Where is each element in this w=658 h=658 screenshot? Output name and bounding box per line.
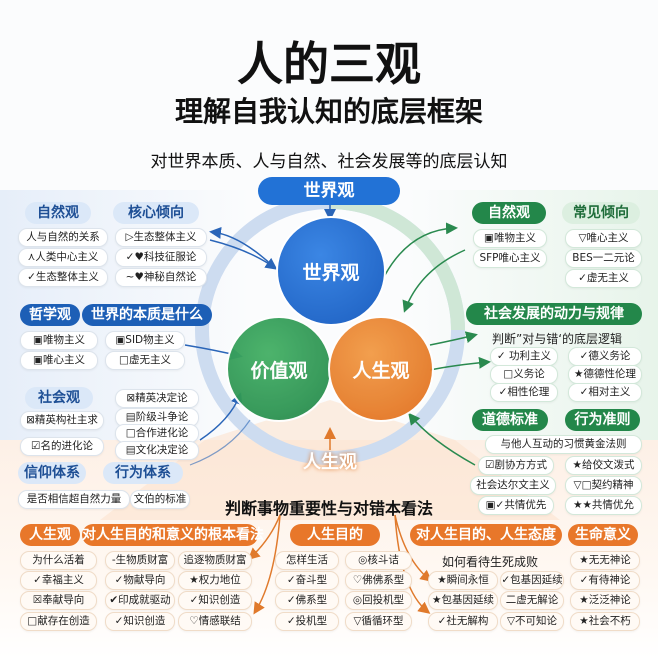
list-item: ✓相性伦理 — [490, 383, 558, 402]
list-item: ▽□契约精神 — [565, 476, 642, 495]
worldview-label: 世界观 — [302, 261, 360, 284]
values-circle: 价值观 — [226, 316, 332, 422]
life-label: 人生观 — [352, 359, 410, 382]
list-item: ★给佼文泼式 — [565, 456, 642, 475]
list-item: 人与自然的关系 — [18, 228, 108, 247]
list-item: ✓佛系型 — [275, 591, 339, 610]
list-item: ♡佛佛系型 — [345, 571, 412, 590]
section-pill: 常见倾向 — [562, 202, 640, 224]
page-title: 人的三观 — [237, 37, 421, 91]
list-item: ✓虚无主义 — [565, 269, 642, 288]
moral-caption: 与他人互动的习惯黄金法则 — [485, 435, 642, 454]
list-item: ☑剧协方方式 — [478, 456, 554, 475]
list-item: □虚无主义 — [105, 351, 185, 370]
section-pill: 哲学观 — [20, 304, 80, 326]
section-pill: 行为体系 — [103, 462, 183, 484]
list-item: 怎样生活 — [275, 551, 339, 570]
section-pill: 世界的本质是什么 — [82, 304, 212, 326]
list-item: ▽唯心主义 — [565, 229, 642, 248]
list-item: ✔印成就驱动 — [105, 591, 175, 610]
list-item: ✓包基因延续 — [500, 571, 564, 590]
list-item: ✓有待神论 — [570, 571, 640, 590]
page-description: 对世界本质、人与自然、社会发展等的底层认知 — [150, 152, 508, 172]
list-item: ▣✓共情优先 — [478, 496, 554, 515]
list-item: ✓相对主义 — [568, 383, 642, 402]
section-pill: 社会观 — [25, 387, 93, 409]
list-item: ✓德义务论 — [568, 347, 642, 366]
list-item: ▣唯物主义 — [20, 331, 98, 350]
list-item: ★泛泛神论 — [570, 591, 640, 610]
worldview-circle: 世界观 — [276, 216, 386, 326]
list-item: ⊠精英构社主求 — [20, 411, 104, 430]
section-pill: 人生观 — [20, 524, 80, 546]
section-pill: 核心倾向 — [113, 202, 199, 224]
list-item: ★★共情优允 — [565, 496, 642, 515]
list-item: ★德德性伦理 — [568, 365, 642, 384]
judgement-caption: 判断事物重要性与对错本看法 — [224, 499, 433, 518]
list-item: 社会达尔文主义 — [470, 476, 556, 495]
section-pill: 信仰体系 — [18, 462, 86, 484]
list-item: ✓奋斗型 — [275, 571, 339, 590]
list-item: ▣SID物主义 — [105, 331, 185, 350]
list-item: ◎回投机型 — [345, 591, 412, 610]
list-item: ▷生态整体主义 — [115, 228, 207, 247]
page-subtitle: 理解自我认知的底层框架 — [174, 95, 483, 128]
list-item: ▣唯物主义 — [473, 229, 547, 248]
list-item: ✓ 功利主义 — [490, 347, 558, 366]
list-item: □义务论 — [490, 365, 558, 384]
list-item: ⋏人类中心主义 — [18, 248, 108, 267]
list-item: ♡情感联结 — [178, 612, 252, 631]
list-item: □合作进化论 — [115, 424, 199, 443]
attitude-caption: 如何看待生死成败 — [442, 555, 539, 569]
section-pill: 生命意义 — [568, 524, 638, 546]
social-logic-caption: 判断”对与错‘的底层逻辑 — [492, 332, 623, 346]
list-item: ✓社无解构 — [428, 612, 498, 631]
section-pill: 道德标准 — [472, 409, 548, 431]
list-item: ◎核斗诘 — [345, 551, 412, 570]
list-item: 为什么活着 — [20, 551, 97, 570]
list-item: ✓生态整体主义 — [18, 268, 108, 287]
list-item: ▣唯心主义 — [20, 351, 98, 370]
life-view-bottom-label: 人生观 — [303, 452, 357, 473]
values-label: 价值观 — [250, 359, 308, 382]
list-item: ▤文化决定论 — [115, 441, 199, 460]
worldview-header: 世界观 — [258, 177, 400, 205]
list-item: ★社会不朽 — [570, 612, 640, 631]
section-pill: 行为准则 — [565, 409, 640, 431]
list-item: ✓知识创造 — [178, 591, 252, 610]
list-item: BES一二元论 — [565, 249, 642, 268]
list-item: -生物质财富 — [105, 551, 175, 570]
section-pill: 对人生目的和意义的根本看法 — [82, 524, 264, 546]
section-pill: 自然观 — [25, 202, 91, 224]
section-pill: 自然观 — [472, 202, 546, 224]
section-pill: 对人生目的、人生态度 — [410, 524, 562, 546]
list-item: ✓知识创造 — [105, 612, 175, 631]
section-pill: 人生目的 — [290, 524, 380, 546]
list-item: ✓♥科技征服论 — [115, 248, 207, 267]
list-item: 是否相信超自然力量 — [18, 490, 130, 509]
list-item: ★包基因延续 — [428, 591, 498, 610]
list-item: 追逐物质财富 — [178, 551, 252, 570]
list-item: ☒奉献导向 — [20, 591, 97, 610]
life-circle: 人生观 — [328, 316, 434, 422]
list-item: ☑名的进化论 — [20, 437, 104, 456]
list-item: ✓物献导向 — [105, 571, 175, 590]
list-item: ★权力地位 — [178, 571, 252, 590]
list-item: ~♥神秘自然论 — [115, 268, 207, 287]
list-item: ✓投机型 — [275, 612, 339, 631]
section-pill: 社会发展的动力与规律 — [466, 303, 642, 325]
list-item: SFP唯心主义 — [473, 249, 547, 268]
list-item: ▽不可知论 — [500, 612, 564, 631]
list-item: □献存在创造 — [20, 612, 97, 631]
list-item: ▽循循环型 — [345, 612, 412, 631]
list-item: 文伯的标准 — [130, 490, 190, 509]
list-item: ✓幸福主义 — [20, 571, 97, 590]
list-item: ★无无神论 — [570, 551, 640, 570]
list-item: ⊠精英决定论 — [115, 389, 199, 408]
list-item: ★瞬间永恒 — [428, 571, 498, 590]
list-item: 二虚无解论 — [500, 591, 564, 610]
